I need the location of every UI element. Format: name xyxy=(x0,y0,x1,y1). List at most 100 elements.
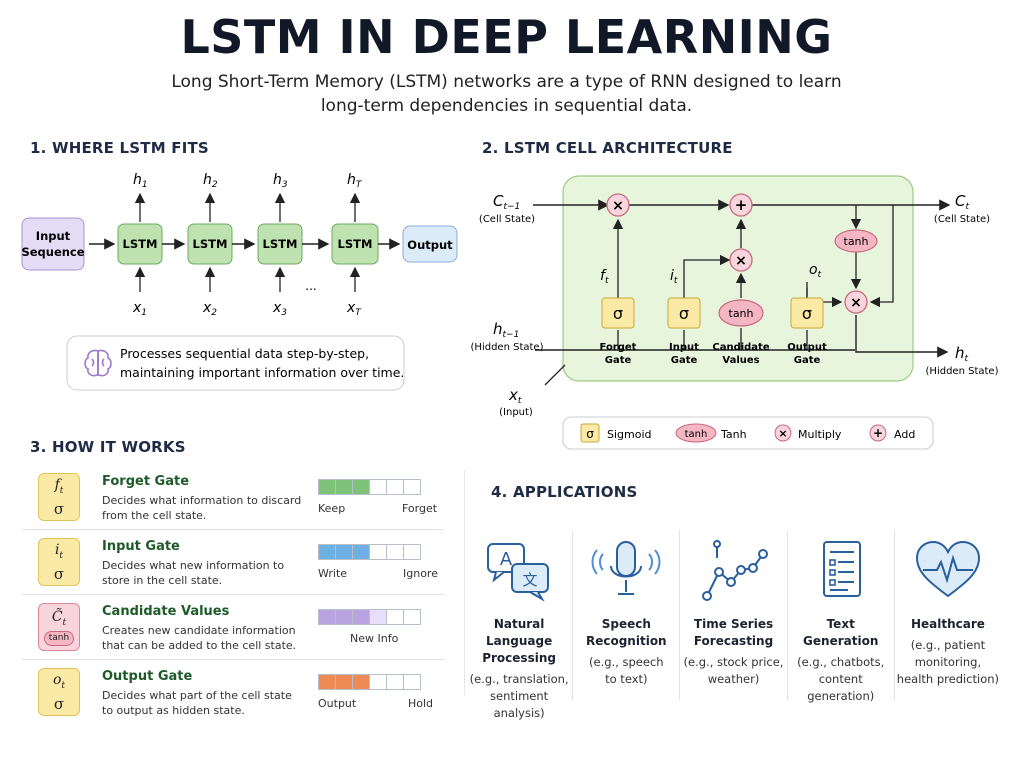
bar-segment xyxy=(386,479,404,495)
bar-segment xyxy=(318,609,336,625)
it-label: it xyxy=(670,268,678,286)
input-gate-desc: Decides what new information to store in… xyxy=(102,559,285,587)
microphone-icon xyxy=(591,541,661,595)
h-prev-label: ht−1 xyxy=(493,320,519,340)
note-text: Processes sequential data step-by-step, xyxy=(120,346,369,361)
bar-segment xyxy=(369,609,387,625)
svg-text:Multiply: Multiply xyxy=(798,428,842,441)
bar-segment xyxy=(369,479,387,495)
c-next-sub: (Cell State) xyxy=(934,214,990,225)
output-gate-label: Output xyxy=(787,342,827,353)
input-xT: xT xyxy=(346,300,362,318)
lstm-cell-2: LSTM xyxy=(187,223,233,265)
output-gate-label: Gate xyxy=(794,355,821,366)
cell-tanh-node: tanh xyxy=(834,229,878,253)
bar-segment xyxy=(403,609,421,625)
forget-gate-label: Gate xyxy=(605,355,632,366)
bar-label-right: Hold xyxy=(408,697,434,710)
sequence-ellipsis: ... xyxy=(305,279,316,293)
ft-label: ft xyxy=(600,268,609,286)
output-h2: h2 xyxy=(203,172,218,190)
bar-label-left: Write xyxy=(318,567,348,580)
bar-segment xyxy=(403,479,421,495)
input-gate-bar xyxy=(318,544,421,560)
section-heading-cell-architecture: 2. LSTM CELL ARCHITECTURE xyxy=(482,139,733,157)
input-gate-label: Gate xyxy=(671,355,698,366)
output-box xyxy=(402,225,458,263)
input-multiply-node: × xyxy=(729,248,753,272)
bar-segment xyxy=(386,674,404,690)
output-h1: h1 xyxy=(133,172,148,190)
output-h3: h3 xyxy=(273,172,288,190)
legend-tanh: tanh Tanh xyxy=(675,423,747,443)
candidate-values-desc: Creates new candidate information that c… xyxy=(102,624,297,652)
bar-label-left: Keep xyxy=(318,502,346,515)
bar-segment xyxy=(386,544,404,560)
output-gate-desc: Decides what part of the cell state to o… xyxy=(102,689,292,717)
svg-text:Sigmoid: Sigmoid xyxy=(607,428,652,441)
bar-segment xyxy=(352,674,370,690)
page-subtitle: Long Short-Term Memory (LSTM) networks a… xyxy=(171,72,842,116)
svg-text:文: 文 xyxy=(523,571,538,589)
section-divider xyxy=(464,470,465,695)
bar-segment xyxy=(352,479,370,495)
lstm-cell-t: LSTM xyxy=(331,223,379,265)
svg-text:tanh: tanh xyxy=(844,235,869,248)
svg-text:Add: Add xyxy=(894,428,915,441)
lstm-cell-1: LSTM xyxy=(117,223,163,265)
input-x1: x1 xyxy=(132,300,147,318)
page-title: LSTM IN DEEP LEARNING xyxy=(180,10,833,64)
svg-text:σ: σ xyxy=(613,304,623,323)
bar-segment xyxy=(369,544,387,560)
bar-segment xyxy=(403,544,421,560)
input-sequence-label: Input xyxy=(36,229,71,243)
heart-pulse-icon xyxy=(915,540,980,598)
note-text: maintaining important information over t… xyxy=(120,365,404,380)
svg-text:tanh: tanh xyxy=(685,429,708,440)
cell-legend xyxy=(562,416,934,450)
forget-gate-sigmoid: σ xyxy=(601,297,635,329)
brain-icon xyxy=(84,349,112,377)
svg-text:×: × xyxy=(778,427,787,440)
bar-label-right: Ignore xyxy=(403,567,438,580)
input-sequence-box xyxy=(21,217,85,271)
c-prev-sub: (Cell State) xyxy=(479,214,535,225)
note-box xyxy=(66,335,405,391)
legend-sigmoid: σ Sigmoid xyxy=(580,423,652,443)
bar-label-center: New Info xyxy=(350,632,399,645)
svg-text:×: × xyxy=(612,198,624,214)
svg-text:×: × xyxy=(735,253,747,269)
bar-segment xyxy=(352,609,370,625)
section-heading-where-lstm-fits: 1. WHERE LSTM FITS xyxy=(30,139,209,157)
h-next-sub: (Hidden State) xyxy=(926,366,999,377)
output-gate-name: Output Gate xyxy=(102,669,193,684)
forget-multiply-node: × xyxy=(606,193,630,217)
x-in-sub: (Input) xyxy=(499,407,533,418)
svg-text:LSTM: LSTM xyxy=(338,237,373,251)
input-sequence-label: Sequence xyxy=(21,245,84,259)
candidate-values-label: Candidate xyxy=(712,342,769,353)
c-next-label: Ct xyxy=(955,192,969,212)
bar-segment xyxy=(335,609,353,625)
h-prev-sub: (Hidden State) xyxy=(471,342,544,353)
bar-segment xyxy=(318,544,336,560)
forget-gate-name: Forget Gate xyxy=(102,474,190,489)
svg-text:LSTM: LSTM xyxy=(193,237,228,251)
svg-text:LSTM: LSTM xyxy=(123,237,158,251)
svg-text:A: A xyxy=(500,549,513,570)
output-hT: hT xyxy=(347,172,363,190)
candidate-tanh: tanh xyxy=(718,299,764,327)
translate-icon: A 文 xyxy=(487,543,550,602)
bar-segment xyxy=(403,674,421,690)
bar-segment xyxy=(352,544,370,560)
output-multiply-node: × xyxy=(844,290,868,314)
document-icon xyxy=(822,541,861,597)
candidate-values-label: Values xyxy=(722,355,759,366)
candidate-values-bar xyxy=(318,609,421,625)
